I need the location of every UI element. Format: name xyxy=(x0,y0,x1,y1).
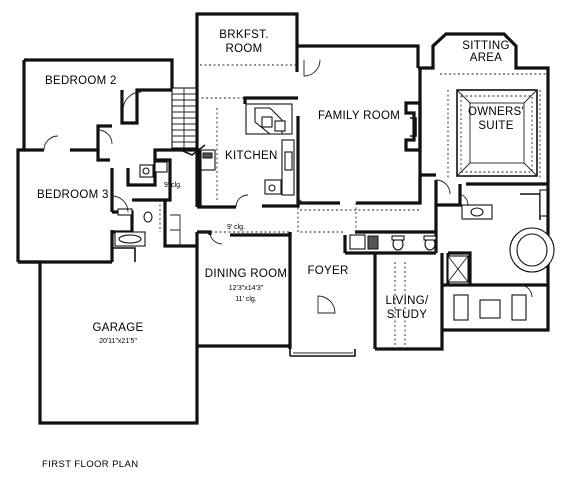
bedroom3-label: BEDROOM 3 xyxy=(37,189,109,201)
sitting-area-label-2: AREA xyxy=(470,52,503,64)
dashed-lines xyxy=(159,64,548,349)
tray-ceiling xyxy=(456,89,538,177)
bath-fixtures xyxy=(114,161,555,321)
hall-ceiling: 9' clg. xyxy=(164,182,182,189)
sitting-area-label-1: SITTING xyxy=(462,40,509,52)
kitchen-label: KITCHEN xyxy=(225,150,278,162)
dining-size: 12'3"x14'3" xyxy=(229,285,264,292)
garage-size: 20'11"x21'5" xyxy=(99,338,137,345)
room-labels: BRKFST. ROOM BEDROOM 2 FAMILY ROOM SITTI… xyxy=(37,29,524,345)
living-study-label-2: STUDY xyxy=(387,309,428,321)
kitchen-fixtures xyxy=(200,103,295,196)
breakfast-label-1: BRKFST. xyxy=(219,29,268,41)
door-swings xyxy=(43,59,533,314)
family-room-label: FAMILY ROOM xyxy=(318,110,400,122)
kitchen-ceiling: 9' clg. xyxy=(227,224,245,231)
staircase xyxy=(171,87,206,156)
garage-label: GARAGE xyxy=(92,322,143,334)
owners-suite-label-1: OWNERS' xyxy=(468,106,524,118)
breakfast-label-2: ROOM xyxy=(226,43,263,55)
bedroom2-label: BEDROOM 2 xyxy=(45,75,117,87)
plan-caption: FIRST FLOOR PLAN xyxy=(42,459,139,470)
owners-suite-label-2: SUITE xyxy=(478,120,513,132)
dining-ceiling: 11' clg. xyxy=(235,296,256,303)
living-study-label-1: LIVING/ xyxy=(385,295,429,307)
dining-room-label: DINING ROOM xyxy=(205,268,288,280)
foyer-label: FOYER xyxy=(307,265,348,277)
